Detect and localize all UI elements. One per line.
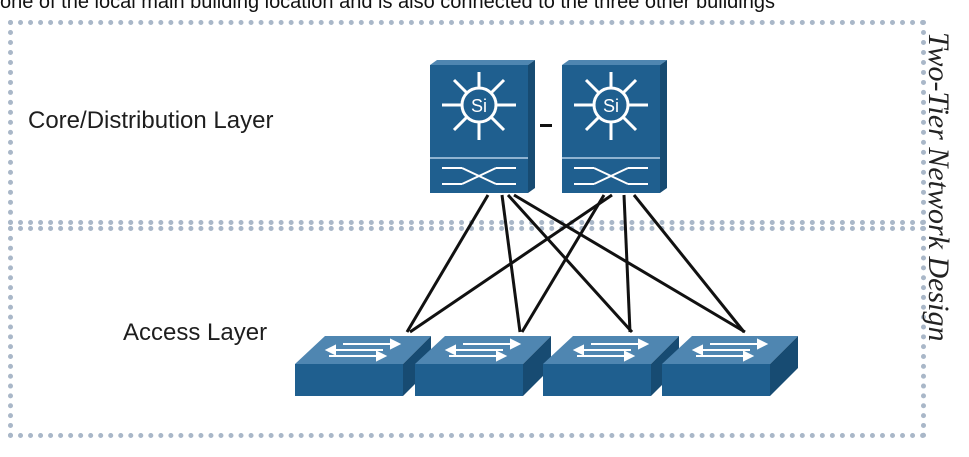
switch-arrows-icon — [691, 338, 769, 362]
uplink-line — [409, 193, 613, 334]
uplink-line — [405, 194, 490, 333]
si-badge-icon — [592, 86, 630, 124]
uplink-line — [506, 193, 634, 334]
si-badge-icon — [460, 86, 498, 124]
access-switch-1 — [295, 336, 431, 396]
core-link — [540, 124, 552, 127]
uplink-line — [513, 193, 746, 334]
access-switch-2 — [415, 336, 551, 396]
uplink-line — [632, 194, 746, 333]
core-switch-1: Si — [430, 60, 535, 193]
access-switch-3 — [543, 336, 679, 396]
core-switch-2-badge: Si — [603, 96, 619, 116]
uplink-line — [622, 194, 632, 333]
access-switch-4 — [662, 336, 798, 396]
switch-arrows-icon — [572, 338, 650, 362]
uplink-line — [520, 194, 606, 333]
uplinks — [405, 193, 746, 334]
core-switch-2: Si — [562, 60, 667, 193]
core-distribution-layer-label: Core/Distribution Layer — [28, 107, 274, 134]
switch-arrows-icon — [324, 338, 402, 362]
core-distribution-layer-box — [8, 20, 926, 225]
core-switch-1-badge: Si — [471, 96, 487, 116]
access-layer-label: Access Layer — [123, 319, 268, 346]
switch-arrows-icon — [444, 338, 522, 362]
top-caption: one of the local main building location … — [0, 0, 775, 13]
